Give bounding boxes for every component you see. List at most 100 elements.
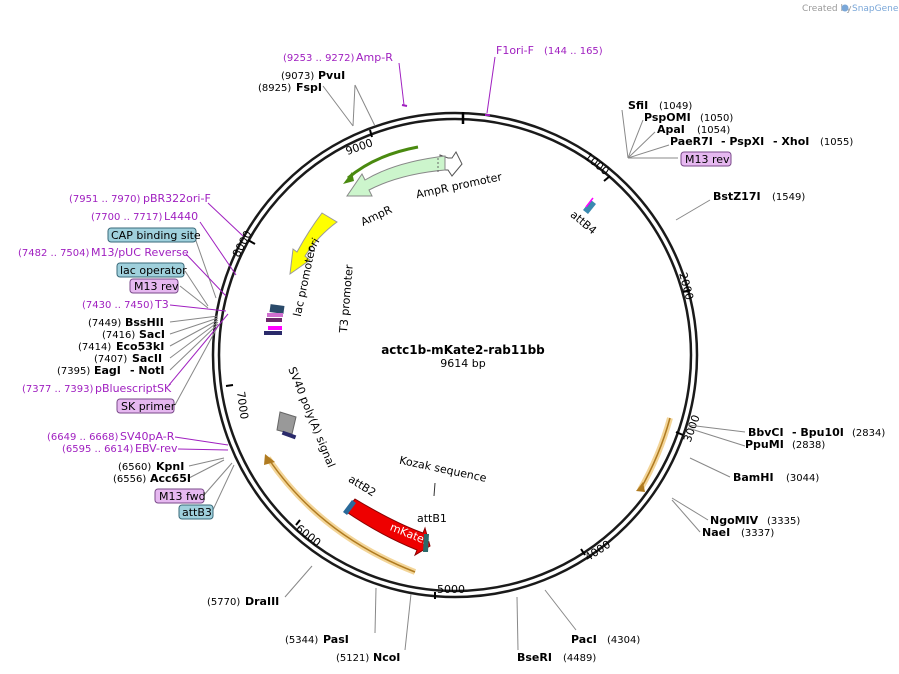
enzyme-acc65i[interactable]: Acc65I xyxy=(150,472,191,485)
pspomi-pos: (1050) xyxy=(700,113,733,124)
enzyme-kpni[interactable]: KpnI xyxy=(156,460,184,473)
primer-t3[interactable]: T3 xyxy=(154,298,169,311)
feature-box-m13-rev-top[interactable]: M13 rev xyxy=(680,151,732,167)
tick-6000: 6000 xyxy=(293,519,323,549)
enzyme-fspi[interactable]: FspI xyxy=(296,81,322,94)
feature-box-sk-primer[interactable]: SK primer xyxy=(116,398,176,414)
sacii-pos: (7407) xyxy=(94,354,127,365)
enzyme-pvui[interactable]: PvuI xyxy=(318,69,345,82)
feature-box-attb3[interactable]: attB3 xyxy=(178,504,214,520)
enzyme-pspxi[interactable]: - PspXI xyxy=(721,135,764,148)
svg-text:M13 rev: M13 rev xyxy=(685,153,730,166)
sfii-pos: (1049) xyxy=(659,101,692,112)
primer-f1ori-f[interactable]: F1ori-F xyxy=(496,44,534,57)
enzyme-eco53ki[interactable]: Eco53kI xyxy=(116,340,164,353)
plasmid-name: actc1b-mKate2-rab11bb xyxy=(381,343,545,357)
svg-text:8000: 8000 xyxy=(230,229,255,260)
enzyme-paci[interactable]: PacI xyxy=(571,633,597,646)
pasi-pos: (5344) xyxy=(285,635,318,646)
svg-text:M13 fwd: M13 fwd xyxy=(159,490,206,503)
leader-lines xyxy=(169,84,746,651)
enzyme-bpu10i[interactable]: - Bpu10I xyxy=(792,426,844,439)
enzyme-sacii[interactable]: SacII xyxy=(132,352,162,365)
feature-box-cap-binding-site[interactable]: CAP binding site xyxy=(107,227,201,243)
primer-amp-r[interactable]: Amp-R xyxy=(356,51,393,64)
enzyme-xhoi[interactable]: - XhoI xyxy=(773,135,809,148)
feature-attb2[interactable] xyxy=(343,500,356,515)
draiii-pos: (5770) xyxy=(207,597,240,608)
saci-pos: (7416) xyxy=(102,330,135,341)
watermark-brand: SnapGene xyxy=(852,4,899,14)
svg-text:6000: 6000 xyxy=(293,522,323,549)
label-ori: ori xyxy=(304,236,322,255)
snapgene-logo-icon xyxy=(841,4,849,12)
label-t3-promoter: T3 promoter xyxy=(337,264,356,335)
primer-m13-puc-reverse[interactable]: M13/pUC Reverse xyxy=(91,246,189,259)
svg-text:3000: 3000 xyxy=(681,413,703,444)
eco53ki-pos: (7414) xyxy=(78,342,111,353)
feature-ampr[interactable] xyxy=(346,155,446,197)
pvui-pos: (9073) xyxy=(281,71,314,82)
ngomiv-pos: (3335) xyxy=(767,516,800,527)
t3-range: (7430 .. 7450) xyxy=(82,300,154,311)
enzyme-bstz17i[interactable]: BstZ17I xyxy=(713,190,761,203)
feature-attb4[interactable] xyxy=(583,197,596,214)
paer7i-pos: (1055) xyxy=(820,137,853,148)
primer-ebv-rev[interactable]: EBV-rev xyxy=(135,442,178,455)
enzyme-noti[interactable]: - NotI xyxy=(130,364,165,377)
label-kozak: Kozak sequence xyxy=(398,454,488,485)
enzyme-paer7i[interactable]: PaeR7I xyxy=(670,135,713,148)
svg-text:2000: 2000 xyxy=(676,271,696,301)
enzyme-apai[interactable]: ApaI xyxy=(657,123,685,136)
l4440-range: (7700 .. 7717) xyxy=(91,212,163,223)
enzyme-saci[interactable]: SacI xyxy=(139,328,165,341)
enzyme-sfii[interactable]: SfiI xyxy=(628,99,648,112)
amp-r-range: (9253 .. 9272) xyxy=(283,53,355,64)
enzyme-ncoi[interactable]: NcoI xyxy=(373,651,400,664)
feature-box-m13-fwd[interactable]: M13 fwd xyxy=(154,488,206,504)
enzyme-bseri[interactable]: BseRI xyxy=(517,651,552,664)
enzyme-bbvci[interactable]: BbvCI xyxy=(748,426,784,439)
feature-orange-6000[interactable] xyxy=(264,454,417,575)
feature-ori[interactable] xyxy=(289,212,338,276)
feature-box-lac-operator[interactable]: lac operator xyxy=(116,262,187,278)
tick-1000: 1000 xyxy=(582,150,612,182)
enzyme-eagi[interactable]: EagI xyxy=(94,364,121,377)
label-attb1: attB1 xyxy=(417,512,447,525)
svg-text:SK primer: SK primer xyxy=(121,400,176,413)
enzyme-ppumi[interactable]: PpuMI xyxy=(745,438,784,451)
tick-8000: 8000 xyxy=(230,229,256,260)
primer-pbluescriptsk[interactable]: pBluescriptSK xyxy=(95,382,172,395)
naei-pos: (3337) xyxy=(741,528,774,539)
pbluescriptsk-range: (7377 .. 7393) xyxy=(22,384,94,395)
enzyme-naei[interactable]: NaeI xyxy=(702,526,730,539)
feature-box-m13-rev-left[interactable]: M13 rev xyxy=(129,278,179,294)
feature-sv40-polya[interactable] xyxy=(276,411,297,440)
primer-leader-lines xyxy=(168,56,496,451)
ppumi-pos: (2838) xyxy=(792,440,825,451)
enzyme-draiii[interactable]: DraIII xyxy=(245,595,279,608)
primer-l4440[interactable]: L4440 xyxy=(164,210,198,223)
tick-2000: 2000 xyxy=(676,271,696,301)
tick-5000: 5000 xyxy=(434,583,465,599)
primer-sv40pa-r[interactable]: SV40pA-R xyxy=(120,430,175,443)
apai-pos: (1054) xyxy=(697,125,730,136)
feature-lac-promoter-box xyxy=(264,304,285,335)
enzyme-bsshii[interactable]: BssHII xyxy=(125,316,164,329)
svg-text:7000: 7000 xyxy=(234,391,251,421)
backbone-outer xyxy=(211,111,699,599)
enzyme-pspomi[interactable]: PspOMI xyxy=(644,111,691,124)
enzyme-bamhi[interactable]: BamHI xyxy=(733,471,774,484)
svg-text:lac operator: lac operator xyxy=(120,264,187,277)
primer-pbr322ori-f[interactable]: pBR322ori-F xyxy=(143,192,211,205)
feature-attb1[interactable] xyxy=(423,534,429,552)
kozak-leader xyxy=(433,482,436,497)
fspi-pos: (8925) xyxy=(258,83,291,94)
enzyme-pasi[interactable]: PasI xyxy=(323,633,349,646)
feature-orange-3000[interactable] xyxy=(636,417,673,492)
enzyme-ngomiv[interactable]: NgoMIV xyxy=(710,514,759,527)
label-ampr-promoter: AmpR promoter xyxy=(415,170,504,201)
tick-4000: 4000 xyxy=(580,538,613,564)
label-attb4: attB4 xyxy=(568,208,599,237)
